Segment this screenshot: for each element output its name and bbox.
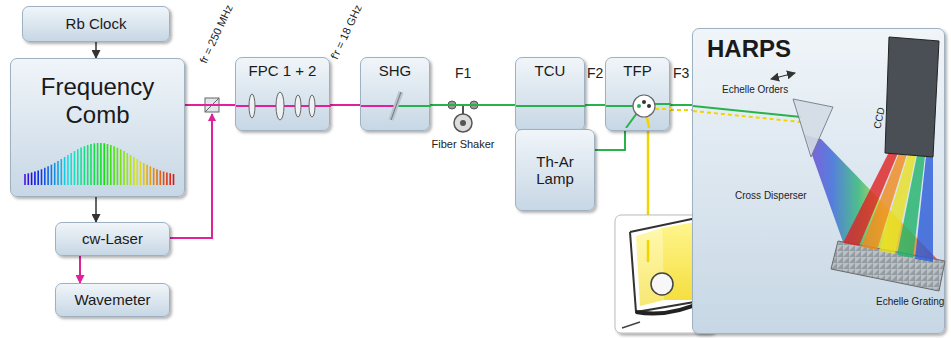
box-label: cw-Laser	[82, 230, 143, 247]
shg-box: SHG	[360, 57, 430, 131]
box-label: Wavemeter	[74, 291, 150, 308]
signal-arrow	[95, 197, 97, 222]
cavity-box: FPC 1 + 2	[235, 57, 330, 131]
light-path	[330, 104, 360, 106]
part-name: Fiber Shaker	[432, 138, 495, 150]
spectrograph-box: HARPS	[692, 28, 945, 334]
box-label: TFP	[623, 62, 651, 79]
box-label: FPC 1 + 2	[249, 62, 317, 79]
tfp-box: TFP	[605, 57, 670, 131]
part-name: Cross Disperser	[735, 190, 807, 201]
spectrograph-optics	[693, 29, 946, 331]
starlight-fiber	[670, 109, 692, 111]
rep-rate-label: f'r = 18 GHz	[328, 3, 364, 61]
comb-box: Frequency Comb	[10, 58, 185, 197]
light-path	[79, 256, 81, 283]
part-name: Echelle Orders	[722, 84, 788, 95]
fiber-label: F1	[455, 66, 471, 81]
fiber-label: F2	[587, 66, 603, 81]
light-path	[585, 104, 605, 106]
light-path	[595, 131, 625, 150]
light-path	[185, 104, 235, 106]
box-label: HARPS	[707, 35, 791, 63]
signal-arrow	[95, 42, 97, 58]
telescope-fiber	[647, 127, 650, 215]
lamp-box: Th-Ar Lamp	[515, 129, 595, 211]
tcu-box: TCU	[515, 57, 585, 131]
box-label: Th-Ar Lamp	[516, 153, 594, 188]
part-name: Echelle Grating	[876, 296, 944, 307]
box-label: Rb Clock	[66, 15, 127, 32]
box-label: TCU	[535, 62, 566, 79]
rep-rate-label: fr = 250 MHz	[197, 3, 235, 65]
light-path	[670, 104, 692, 106]
box-label: SHG	[379, 62, 412, 79]
light-path	[430, 104, 515, 106]
clock-box: Rb Clock	[22, 6, 170, 42]
wavemeter-box: Wavemeter	[55, 283, 170, 317]
laser-box: cw-Laser	[55, 222, 170, 256]
fiber-label: F3	[673, 66, 689, 81]
box-label: Frequency Comb	[28, 73, 168, 128]
